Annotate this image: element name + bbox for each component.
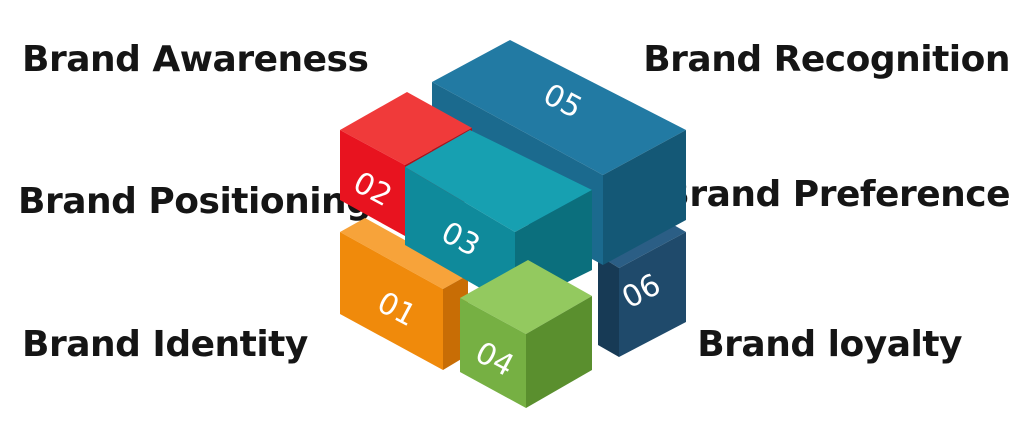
label-brand-identity: Brand Identity	[22, 324, 308, 365]
label-brand-positioning: Brand Positioning	[18, 181, 372, 222]
label-brand-awareness: Brand Awareness	[22, 39, 369, 80]
label-brand-preference: Brand Preference	[662, 174, 1010, 215]
block-01: 01	[340, 218, 468, 370]
block-06: 06	[598, 220, 686, 357]
block-04: 04	[460, 260, 592, 408]
label-brand-loyalty: Brand loyalty	[697, 324, 962, 365]
label-brand-recognition: Brand Recognition	[643, 39, 1010, 80]
